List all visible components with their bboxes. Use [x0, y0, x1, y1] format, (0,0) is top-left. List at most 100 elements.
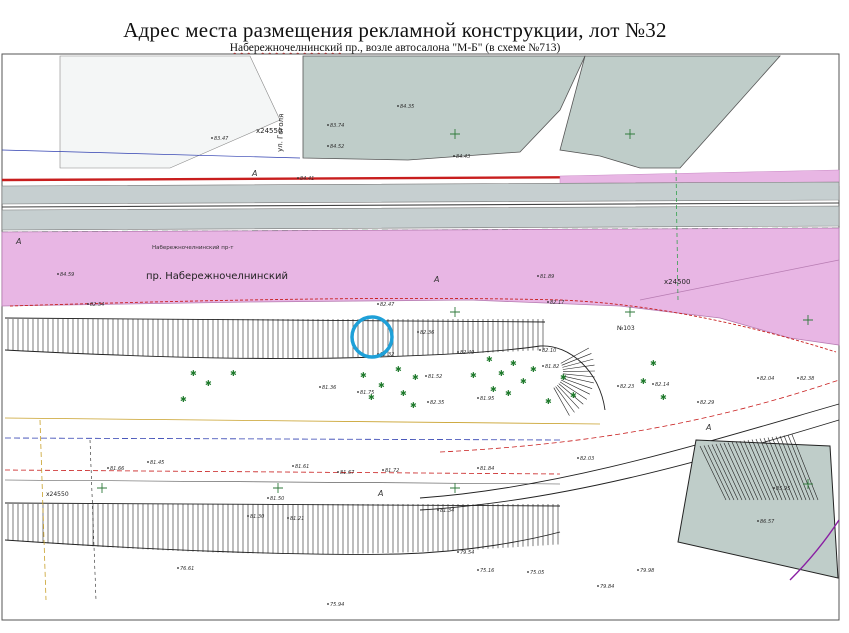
zone-letter-4: A [377, 489, 383, 498]
tree-icon: ✱ [530, 365, 537, 374]
height-dot [637, 569, 639, 571]
height-dot [382, 469, 384, 471]
height-dot [107, 467, 109, 469]
street-label-vertical: ул. Гоголя [276, 114, 285, 153]
height-label: 81.21 [290, 516, 304, 522]
tree-icon: ✱ [470, 371, 477, 380]
hatch-line [747, 439, 775, 501]
tree-icon: ✱ [360, 371, 367, 380]
height-label: 82.54 [90, 302, 104, 308]
hatch-line [699, 445, 727, 501]
height-label: 85.95 [776, 486, 790, 492]
road-lane-line [1, 202, 840, 208]
height-dot [757, 377, 759, 379]
road-lower-edge-2 [4, 437, 561, 441]
height-label: 76.61 [180, 566, 194, 572]
boundary-blue-upper [1, 149, 301, 159]
road-right-spur [639, 259, 840, 301]
height-dot [597, 585, 599, 587]
height-label: 82.17 [550, 300, 565, 306]
road-lower-edge-3 [4, 469, 561, 475]
road-lower-edge-4 [4, 479, 561, 485]
tree-icon: ✱ [378, 381, 385, 390]
height-label: 79.84 [600, 584, 614, 590]
tree-icon: ✱ [570, 391, 577, 400]
height-dot [337, 471, 339, 473]
height-label: 83.74 [330, 123, 344, 129]
hatch-line [727, 442, 755, 501]
height-dot [773, 487, 775, 489]
height-label: 81.52 [428, 374, 442, 380]
height-dot [453, 155, 455, 157]
hatch-line [711, 444, 739, 501]
tree-icon: ✱ [520, 377, 527, 386]
height-dot [537, 275, 539, 277]
street-label: пр. Набережночелнинский [146, 271, 288, 282]
boundary-red-dash [9, 297, 837, 353]
height-dot [267, 497, 269, 499]
slope-upper-top [4, 317, 546, 323]
height-dot [319, 386, 321, 388]
height-dot [377, 303, 379, 305]
grid-cross [450, 483, 460, 493]
hatch-line [562, 375, 594, 384]
height-label: 82.38 [800, 376, 814, 382]
height-dot [57, 273, 59, 275]
slope-hatch-lower [7, 504, 559, 554]
block-upper-right [559, 55, 781, 169]
height-label: 83.47 [214, 136, 229, 142]
height-dot [427, 401, 429, 403]
hatch-line [771, 436, 799, 501]
height-label: 81.72 [385, 468, 399, 474]
grid-cross [450, 129, 460, 139]
tree-icon: ✱ [410, 401, 417, 410]
height-label: 81.84 [480, 466, 494, 472]
height-label: 82.29 [700, 400, 714, 406]
height-label: 81.36 [322, 385, 336, 391]
height-dot [357, 391, 359, 393]
slope-lower-bottom [4, 531, 561, 555]
height-label: 81.89 [540, 274, 554, 280]
hatch-line [557, 384, 580, 409]
slope-lower-top [4, 502, 561, 507]
tree-icon: ✱ [545, 397, 552, 406]
height-label: 81.66 [110, 466, 124, 472]
height-label: 81.30 [250, 514, 264, 520]
hatch-line [555, 386, 575, 413]
hatch-line [735, 441, 763, 501]
ad-location-marker[interactable] [350, 315, 394, 359]
hatch-line [553, 387, 570, 416]
height-label: 82.36 [420, 330, 434, 336]
street-label-small: Набережночелнинский пр-т [152, 244, 234, 251]
height-dot [287, 517, 289, 519]
road-gray-strip-2 [1, 205, 840, 231]
boundary-green-vertical [675, 169, 679, 301]
page-subtitle: Набережночелнинский пр., возле автосалон… [0, 42, 790, 54]
hatch-line [560, 347, 590, 364]
zone-letter-1: A [15, 237, 21, 246]
height-label: 82.04 [760, 376, 774, 382]
survey-vertical-1 [39, 419, 47, 601]
grid-crosses [97, 129, 813, 493]
tree-icon: ✱ [400, 389, 407, 398]
grid-cross [803, 479, 813, 489]
hatch-line [719, 443, 747, 501]
hatch-line [739, 440, 767, 501]
height-dot [177, 567, 179, 569]
height-dot [577, 457, 579, 459]
height-label: 82.03 [580, 456, 594, 462]
height-dot [697, 401, 699, 403]
hatch-line [703, 445, 731, 501]
tree-icon: ✱ [560, 373, 567, 382]
height-dot [797, 377, 799, 379]
zone-letter-2: A [433, 275, 439, 284]
road-lower-edge-1 [4, 417, 601, 425]
height-label: 75.16 [480, 568, 494, 574]
coord-label-3: х24550 [46, 491, 69, 498]
coord-label-1: х24550 [256, 127, 282, 135]
hatch-line [561, 353, 592, 366]
height-label: 81.45 [150, 460, 164, 466]
height-label: 82.23 [620, 384, 634, 390]
grid-cross [625, 307, 635, 317]
